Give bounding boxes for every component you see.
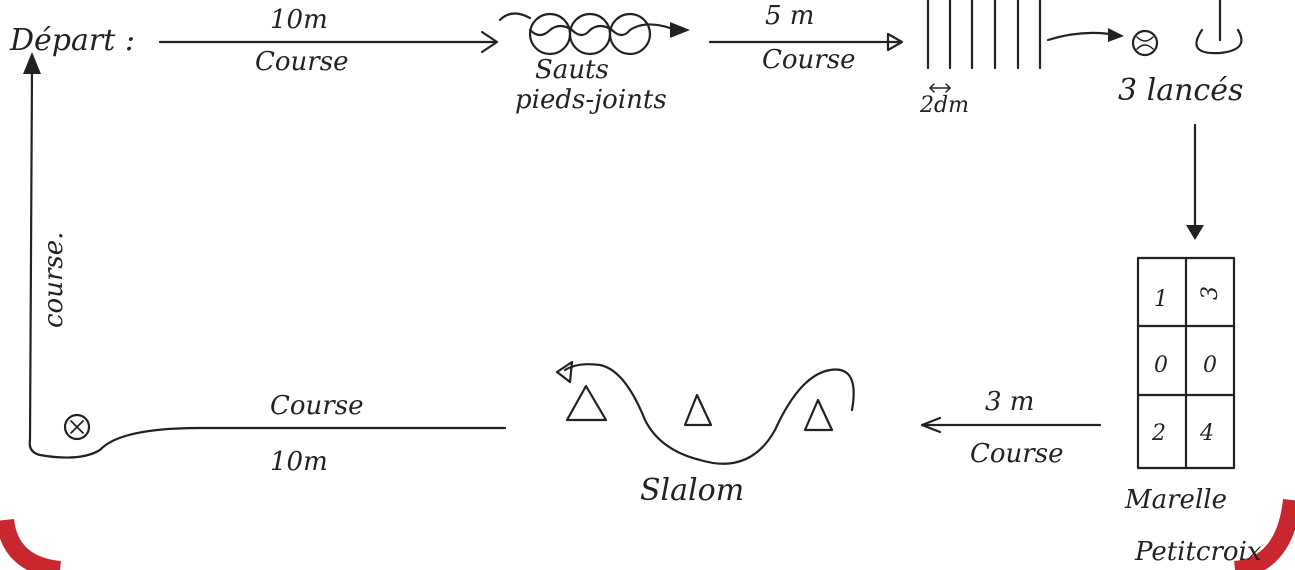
arrow-marelle-to-slalom	[920, 416, 1102, 434]
ladder-bars	[926, 0, 1042, 70]
marelle-cell-6: 4	[1199, 421, 1214, 446]
arrow-return-to-start	[23, 52, 41, 442]
cone-1	[565, 384, 608, 422]
course-label-bottom: Course	[270, 391, 363, 421]
marelle-label: Marelle	[1124, 485, 1227, 515]
pieds-joints-label: pieds-joints	[515, 85, 667, 115]
marelle-cell-4: 0	[1203, 353, 1217, 378]
jump-hoops	[498, 12, 690, 56]
distance-2dm: 2dm	[919, 93, 969, 118]
target-icon	[1195, 0, 1243, 55]
jump-hoop-3	[608, 12, 652, 56]
red-border-frame	[0, 498, 1295, 570]
course-label-left: course.	[39, 232, 69, 328]
slalom-path	[555, 360, 855, 465]
marelle-cell-2: 3	[1198, 286, 1223, 300]
distance-10m-bottom: 10m	[270, 447, 328, 477]
start-marker-icon	[63, 413, 91, 441]
lances-label: 3 lancés	[1118, 73, 1243, 108]
ball-icon	[1131, 29, 1159, 57]
slalom-cones	[565, 384, 834, 432]
marelle-cell-5: 2	[1151, 421, 1166, 446]
arrow-ladder-to-throw	[1046, 28, 1124, 42]
marelle-cell-3: 0	[1154, 353, 1168, 378]
bottom-course-line	[28, 426, 507, 459]
marelle-cell-1: 1	[1154, 287, 1168, 312]
depart-label: Départ :	[9, 23, 135, 58]
arrow-start-to-jumps	[158, 30, 499, 54]
course-label-top-1: Course	[255, 47, 348, 77]
distance-3m: 3 m	[985, 387, 1034, 417]
marelle-grid	[1136, 256, 1236, 470]
arrow-jumps-to-ladder	[708, 32, 904, 52]
slalom-label: Slalom	[640, 473, 744, 508]
cone-2	[683, 393, 713, 427]
sauts-label: Sauts	[535, 55, 609, 85]
course-label-bottom-right: Course	[970, 439, 1063, 469]
course-label-top-2: Course	[762, 45, 855, 75]
cone-3	[803, 398, 834, 432]
ladder-spacing-marker	[929, 83, 951, 93]
distance-5m: 5 m	[765, 1, 814, 31]
arrow-throw-to-marelle	[1186, 123, 1204, 240]
distance-10m-top: 10m	[270, 5, 328, 35]
author-signature: Petitcroix	[1134, 537, 1262, 567]
